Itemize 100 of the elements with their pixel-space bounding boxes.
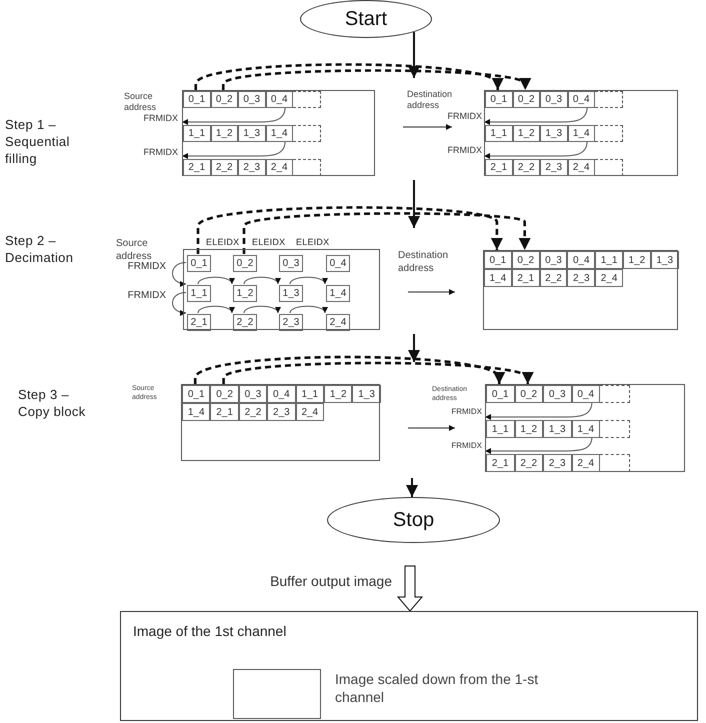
memory-cell: 1_1 [296, 385, 324, 403]
dashed-arrow [196, 206, 503, 254]
memory-cell: 1_2 [623, 251, 651, 269]
buffer-box [485, 384, 685, 472]
empty-memory-cell [600, 454, 630, 472]
memory-cell: 2_2 [210, 159, 238, 176]
arrow [484, 436, 592, 454]
address-label: Destination address [398, 250, 450, 275]
edge-label: FRMIDX [451, 442, 482, 450]
memory-cell: 1_1 [486, 420, 514, 438]
memory-cell: 2_3 [279, 314, 303, 331]
buffer-box [483, 250, 678, 330]
memory-cell: 0_3 [238, 91, 266, 108]
memory-cell: 1_4 [266, 125, 293, 142]
memory-cell: 2_2 [233, 314, 257, 331]
memory-cell: 2_4 [572, 454, 600, 472]
index-label: ELEIDX [206, 237, 240, 249]
address-label: Destination address [407, 89, 454, 112]
memory-cell: 2_2 [238, 403, 268, 421]
step-label: Step 2 – Decimation [5, 233, 74, 267]
empty-memory-cell [595, 125, 623, 142]
empty-memory-cell [293, 91, 321, 108]
memory-cell: 1_3 [238, 125, 266, 142]
arrow [198, 276, 233, 284]
dashed-arrow [222, 362, 534, 384]
memory-cell: 0_4 [266, 91, 293, 108]
edge-label: FRMIDX [128, 291, 166, 301]
memory-cell: 1_4 [568, 125, 595, 142]
empty-memory-cell [595, 159, 623, 176]
edge-label: FRMIDX [448, 146, 482, 155]
dashed-arrow [194, 63, 504, 90]
memory-cell: 1_4 [484, 269, 512, 287]
memory-cell: 0_4 [567, 251, 596, 269]
arrow [408, 32, 420, 78]
memory-cell: 0_2 [210, 385, 239, 403]
memory-cell: 0_2 [210, 91, 238, 108]
memory-cell: 1_1 [595, 251, 623, 269]
empty-memory-cell [600, 385, 630, 403]
step-label: Step 1 – Sequential filling [5, 117, 71, 168]
memory-cell: 2_4 [296, 403, 324, 421]
arrow [290, 276, 326, 284]
memory-cell: 0_1 [182, 385, 210, 403]
arrow [182, 106, 286, 125]
memory-cell: 0_3 [543, 385, 572, 403]
memory-cell: 0_3 [238, 385, 268, 403]
memory-cell: 1_4 [182, 403, 210, 421]
memory-cell: 1_4 [572, 420, 600, 438]
memory-cell: 1_3 [540, 125, 568, 142]
edge-label: FRMIDX [128, 262, 166, 272]
arrow [484, 402, 592, 420]
arrow [244, 276, 279, 284]
edge-label: FRMIDX [448, 112, 482, 121]
memory-cell: 1_2 [324, 385, 352, 403]
memory-cell: 0_3 [279, 255, 303, 272]
memory-cell: 1_1 [183, 125, 210, 142]
memory-cell: 0_1 [187, 255, 211, 272]
memory-cell: 0_4 [572, 385, 600, 403]
memory-cell: 0_4 [326, 255, 350, 272]
edge-label: FRMIDX [451, 408, 482, 416]
buffer-box [183, 249, 380, 330]
memory-cell: 2_1 [512, 269, 540, 287]
empty-memory-cell [293, 125, 321, 142]
arrow [182, 140, 286, 159]
memory-cell: 1_1 [187, 285, 211, 302]
empty-memory-cell [293, 159, 321, 176]
memory-cell: 0_3 [540, 91, 568, 108]
memory-cell: 0_2 [514, 385, 543, 403]
step-label: Step 3 – Copy block [18, 387, 87, 421]
memory-cell: 2_2 [514, 454, 543, 472]
buffer-box [181, 384, 380, 461]
memory-cell: 2_1 [210, 403, 239, 421]
scaled-image-box [233, 669, 321, 719]
image-panel [120, 611, 698, 721]
edge-label: Buffer output image [270, 574, 392, 588]
edge-label: FRMIDX [144, 148, 178, 157]
memory-cell: 2_1 [485, 159, 512, 176]
buffer-box [484, 90, 678, 176]
empty-memory-cell [595, 91, 623, 108]
arrow [172, 262, 186, 286]
memory-cell: 0_1 [485, 91, 512, 108]
memory-cell: 2_3 [567, 269, 596, 287]
terminator-ellipse: Start [300, 0, 432, 38]
empty-memory-cell [600, 420, 630, 438]
memory-cell: 1_4 [326, 285, 350, 302]
memory-cell: 0_1 [486, 385, 514, 403]
memory-cell: 1_3 [279, 285, 303, 302]
arrow [172, 292, 186, 316]
memory-cell: 2_4 [568, 159, 595, 176]
memory-cell: 0_2 [233, 255, 257, 272]
memory-cell: 2_4 [326, 314, 350, 331]
address-label: Source address [124, 91, 158, 114]
caption-text: Image scaled down from the 1-st channel [335, 671, 540, 706]
hollow-arrow [396, 566, 424, 612]
edge-label: FRMIDX [144, 114, 178, 123]
memory-cell: 0_2 [512, 251, 540, 269]
memory-cell: 2_4 [595, 269, 623, 287]
memory-cell: 2_3 [267, 403, 296, 421]
arrow [244, 306, 279, 314]
memory-cell: 1_3 [650, 251, 679, 269]
terminator-ellipse: Stop [327, 497, 500, 543]
